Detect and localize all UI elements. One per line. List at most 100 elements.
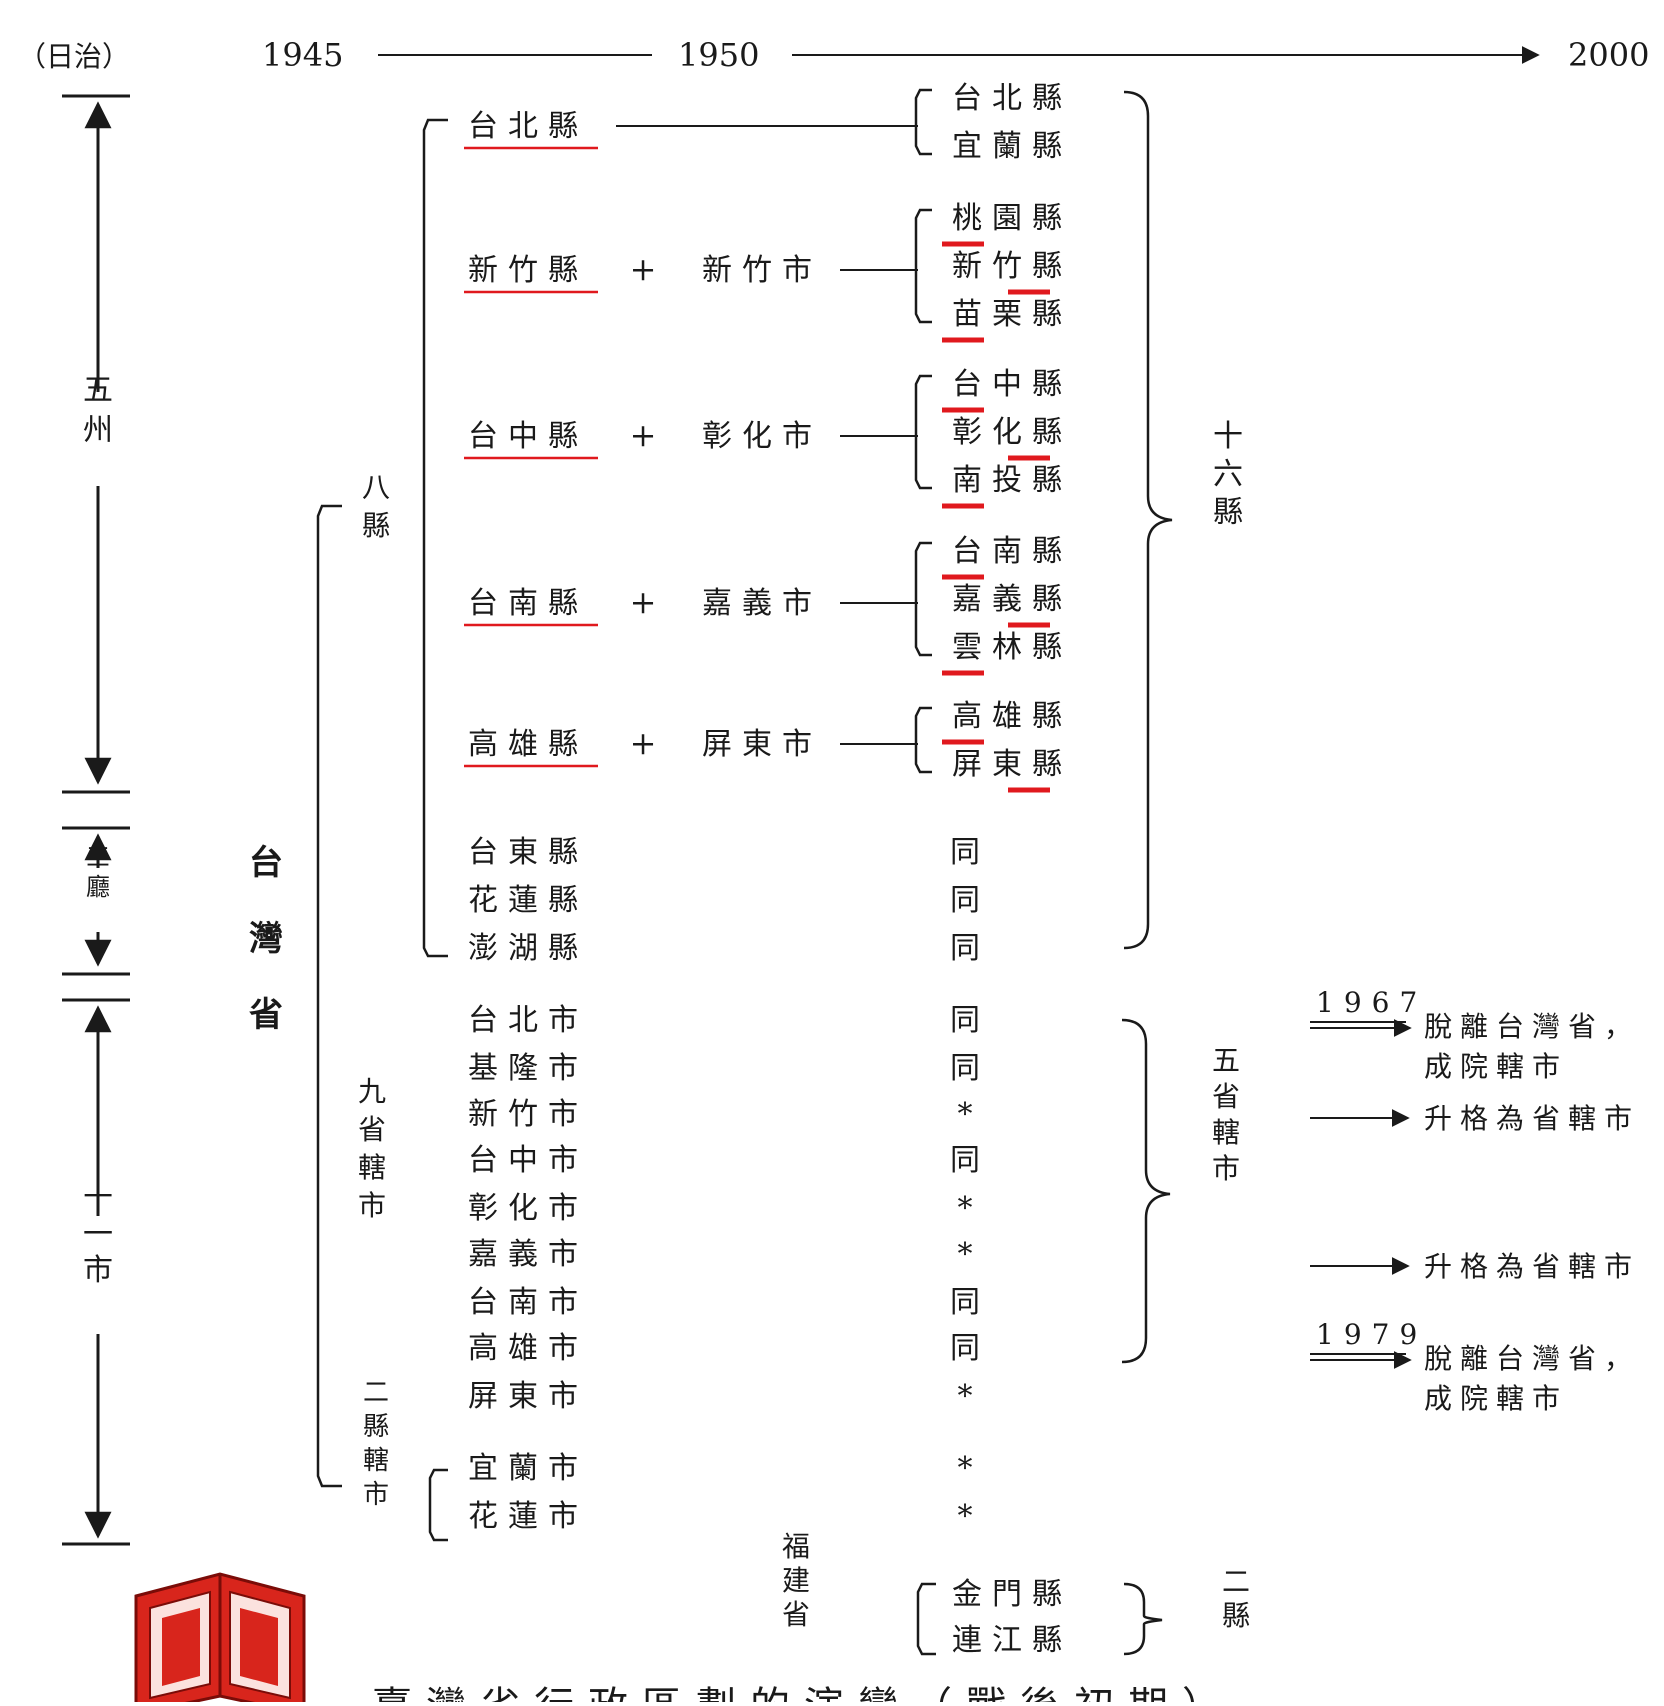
county-city-bracket	[428, 1468, 448, 1542]
merge-city: 新竹市	[702, 253, 822, 288]
taiwan-province-bracket	[316, 504, 342, 1488]
group-baxian: 八縣	[362, 471, 390, 542]
provincial-city: 台南市	[468, 1285, 588, 1320]
provincial-cities: 台北市同基隆市同新竹市*台中市同彰化市*嘉義市*台南市同高雄市同屏東市*	[468, 1003, 990, 1414]
merge-plus: +	[630, 250, 667, 288]
merge-plus: +	[630, 724, 667, 762]
unchanged-status: 同	[950, 883, 990, 918]
event-year: 1967	[1316, 986, 1427, 1019]
event-row: 升格為省轄市	[1310, 1250, 1632, 1283]
event-year: 1979	[1316, 1318, 1427, 1351]
county-city-status: *	[958, 1499, 983, 1534]
county-city-status: *	[958, 1451, 983, 1486]
merge-result-bracket	[914, 88, 932, 156]
shiliuxian-brace	[1123, 90, 1173, 950]
merge-result-county: 南投縣	[952, 463, 1072, 498]
caption: 臺灣省行政區劃的演變（戰後初期）	[372, 1684, 1236, 1702]
summary-wushengxiashi: 五省轄市	[1212, 1044, 1240, 1185]
merge-result-county: 苗栗縣	[952, 297, 1072, 332]
merge-result-county: 台南縣	[952, 534, 1072, 569]
merge-county: 高雄縣	[468, 727, 588, 762]
provincial-city: 新竹市	[468, 1097, 588, 1132]
merge-result-county: 宜蘭縣	[952, 129, 1072, 164]
summary-shiliuxian: 十六縣	[1213, 419, 1243, 530]
merge-result-county: 彰化縣	[952, 415, 1072, 450]
fujian-left-bracket	[916, 1582, 936, 1656]
county-city: 宜蘭市	[468, 1451, 588, 1486]
unchanged-counties: 台東縣同花蓮縣同澎湖縣同	[468, 835, 990, 966]
wushengxiashi-brace	[1121, 1018, 1171, 1364]
merge-result-county: 高雄縣	[952, 699, 1072, 734]
merge-plus: +	[630, 583, 667, 621]
merge-plus: +	[630, 416, 667, 454]
province-fujian: 福建省	[782, 1530, 810, 1631]
year-2000: 2000	[1568, 36, 1649, 74]
summary-erxian: 二縣	[1222, 1565, 1250, 1632]
merge-result-county: 新竹縣	[952, 249, 1072, 284]
provincial-city-status: *	[958, 1191, 983, 1226]
merge-result-bracket	[914, 374, 932, 490]
event-text: 脫離台灣省，	[1424, 1342, 1640, 1375]
event-text: 成院轄市	[1424, 1382, 1568, 1415]
merge-city: 彰化市	[702, 419, 822, 454]
provincial-city: 彰化市	[468, 1191, 588, 1226]
left-periods	[62, 94, 130, 1546]
unchanged-county: 台東縣	[468, 835, 588, 870]
unchanged-county: 花蓮縣	[468, 883, 588, 918]
period-santing: 三廳	[86, 843, 110, 901]
left-period-labels: 五州 三廳 十一市	[83, 373, 113, 1288]
provincial-city-status: 同	[950, 1143, 990, 1178]
era-label: （日治）	[18, 40, 130, 73]
merge-county: 台北縣	[468, 109, 588, 144]
merge-result-county: 嘉義縣	[952, 582, 1072, 617]
provincial-city-status: *	[958, 1097, 983, 1132]
merge-result-county: 屏東縣	[952, 747, 1072, 782]
provincial-city: 台北市	[468, 1003, 588, 1038]
provincial-city-status: *	[958, 1379, 983, 1414]
merge-result-bracket	[914, 541, 932, 657]
unchanged-county: 澎湖縣	[468, 931, 588, 966]
provincial-city: 屏東市	[468, 1379, 588, 1414]
provincial-city: 高雄市	[468, 1331, 588, 1366]
group-erxianxiashi: 二縣轄市	[363, 1378, 389, 1510]
merge-result-county: 台中縣	[952, 367, 1072, 402]
event-row: 升格為省轄市	[1310, 1102, 1640, 1135]
timeline-header: （日治） 1945 1950 2000	[18, 36, 1649, 74]
provincial-city-status: 同	[950, 1051, 990, 1086]
merge-county: 台南縣	[468, 586, 588, 621]
merge-result-county: 桃園縣	[952, 201, 1072, 236]
fujian-county: 連江縣	[952, 1623, 1072, 1658]
provincial-city-status: *	[958, 1237, 983, 1272]
unchanged-status: 同	[950, 835, 990, 870]
provincial-city-status: 同	[950, 1003, 990, 1038]
merge-result-bracket	[914, 208, 932, 324]
fujian-right-brace	[1123, 1582, 1163, 1656]
county-city: 花蓮市	[468, 1499, 588, 1534]
year-1950: 1950	[678, 36, 759, 74]
provincial-city-status: 同	[950, 1285, 990, 1320]
merge-city: 屏東市	[702, 727, 822, 762]
event-text: 成院轄市	[1424, 1050, 1568, 1083]
merge-result-county: 台北縣	[952, 81, 1072, 116]
merge-result-county: 雲林縣	[952, 630, 1072, 665]
county-merges: 台北縣台北縣宜蘭縣新竹縣+新竹市桃園縣新竹縣苗栗縣台中縣+彰化市台中縣彰化縣南投…	[464, 81, 1072, 793]
year-1945: 1945	[262, 36, 343, 74]
provincial-city-status: 同	[950, 1331, 990, 1366]
group-jiushengxiashi: 九省轄市	[358, 1075, 386, 1222]
baxian-bracket	[422, 118, 448, 958]
event-text: 升格為省轄市	[1424, 1102, 1640, 1135]
merge-result-bracket	[914, 706, 932, 774]
book-icon	[134, 1572, 306, 1706]
county-administered-cities: 宜蘭市 * 花蓮市 *	[468, 1451, 983, 1534]
provincial-city: 嘉義市	[468, 1237, 588, 1272]
